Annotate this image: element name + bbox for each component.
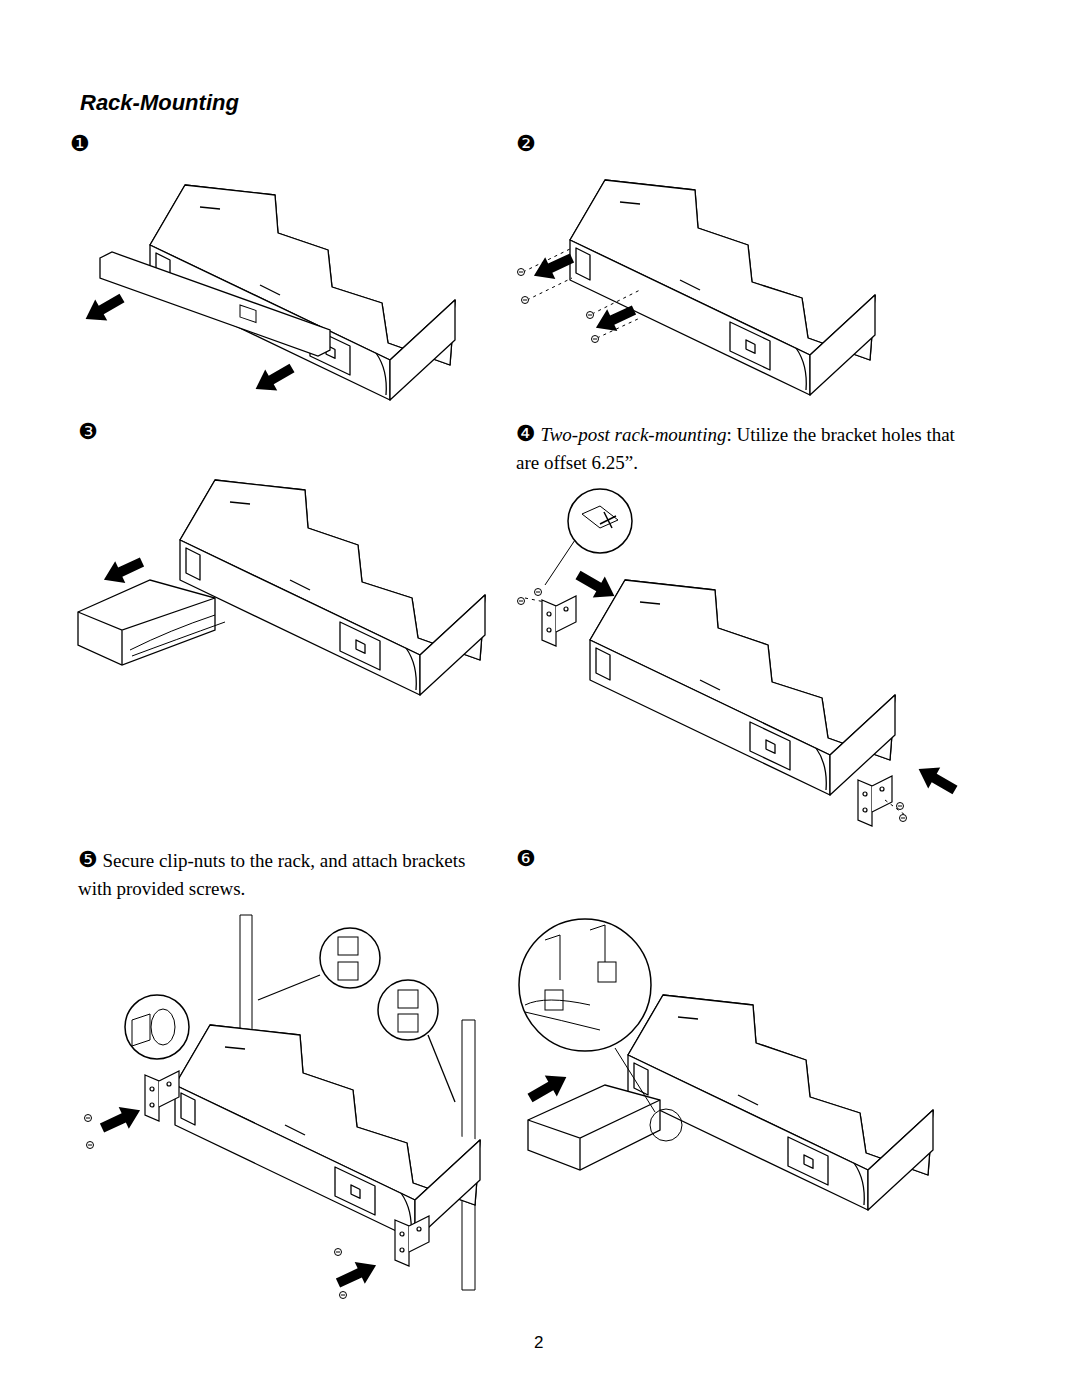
step-number: ❺ xyxy=(78,847,98,872)
connector-zoom xyxy=(519,919,651,1051)
clip-nut-zoom xyxy=(320,928,380,988)
panel-4 xyxy=(900,815,907,822)
panel-3 xyxy=(78,480,485,695)
panel-3 xyxy=(180,480,485,695)
leader-line xyxy=(428,1035,455,1102)
battery-pack xyxy=(528,1085,660,1170)
panel-2 xyxy=(570,180,875,395)
page-title: Rack-Mounting xyxy=(80,90,239,116)
connector-plug xyxy=(598,962,616,982)
step-note: ❺ Secure clip-nuts to the rack, and atta… xyxy=(78,846,478,903)
panel-4 xyxy=(590,580,895,795)
panel-5 xyxy=(97,1099,145,1139)
battery-wires xyxy=(130,615,225,656)
step-note: ❹ Two-post rack-mounting: Utilize the br… xyxy=(516,420,956,477)
leader-line xyxy=(545,540,575,585)
bezel-label xyxy=(240,305,256,323)
clip-nut xyxy=(398,990,418,1008)
panel-2 xyxy=(592,336,599,343)
screw-cross xyxy=(600,512,616,528)
panel-4 xyxy=(572,565,620,607)
panel-1 xyxy=(80,288,128,330)
panel-6 xyxy=(628,995,933,1210)
panel-2 xyxy=(587,312,594,319)
screw-zoom xyxy=(568,489,632,553)
battery-edges xyxy=(528,1100,660,1170)
panel-4 xyxy=(542,596,576,646)
panel-4 xyxy=(518,598,525,605)
panel-2 xyxy=(518,180,876,395)
panel-2 xyxy=(529,247,577,287)
step-number: ❹ xyxy=(516,421,536,446)
connector-zoom-source xyxy=(650,1109,682,1141)
battery-edges xyxy=(78,598,215,665)
panel-2 xyxy=(522,297,529,304)
panel-6 xyxy=(519,919,933,1210)
panel-5 xyxy=(85,1115,92,1122)
connector-wires xyxy=(525,1000,600,1030)
step-number: ❸ xyxy=(78,418,98,447)
panel-1 xyxy=(80,185,455,400)
panel-5 xyxy=(85,915,481,1299)
leader-line xyxy=(615,1048,655,1112)
screw-head-zoom xyxy=(582,506,618,528)
connector-housing xyxy=(545,925,605,980)
panel-4 xyxy=(535,589,542,596)
panel-5 xyxy=(175,1025,480,1240)
screw-path xyxy=(525,598,545,602)
panel-5 xyxy=(335,1249,342,1256)
panel-4 xyxy=(913,759,961,801)
panel-5 xyxy=(87,1142,94,1149)
panel-3 xyxy=(99,551,147,591)
step-number: ❷ xyxy=(516,130,536,159)
panel-1 xyxy=(250,358,298,400)
panel-5 xyxy=(145,1071,179,1121)
screw-path xyxy=(527,278,572,300)
panel-5 xyxy=(340,1292,347,1299)
panel-5 xyxy=(333,1254,381,1294)
clip-nut xyxy=(338,962,358,980)
panel-4 xyxy=(897,803,904,810)
note-text: Secure clip-nuts to the rack, and attach… xyxy=(78,850,465,899)
panel-5 xyxy=(395,1216,429,1266)
panel-6 xyxy=(524,1067,572,1109)
screw-shank xyxy=(132,1014,150,1046)
step-number: ❻ xyxy=(516,845,536,874)
screw-head xyxy=(151,1009,175,1045)
clip-nut xyxy=(338,937,358,955)
leader-line xyxy=(258,975,320,1000)
page-number: 2 xyxy=(534,1333,543,1353)
panel-4 xyxy=(518,489,962,826)
note-emphasis: Two-post rack-mounting xyxy=(540,424,726,445)
step-number: ❶ xyxy=(70,130,90,159)
front-bezel xyxy=(100,252,330,356)
screw-path xyxy=(885,800,905,815)
screw-zoom xyxy=(125,995,189,1059)
clip-nut-zoom xyxy=(378,980,438,1040)
panel-2 xyxy=(518,269,525,276)
panel-2 xyxy=(591,299,639,339)
clip-nut xyxy=(398,1014,418,1032)
